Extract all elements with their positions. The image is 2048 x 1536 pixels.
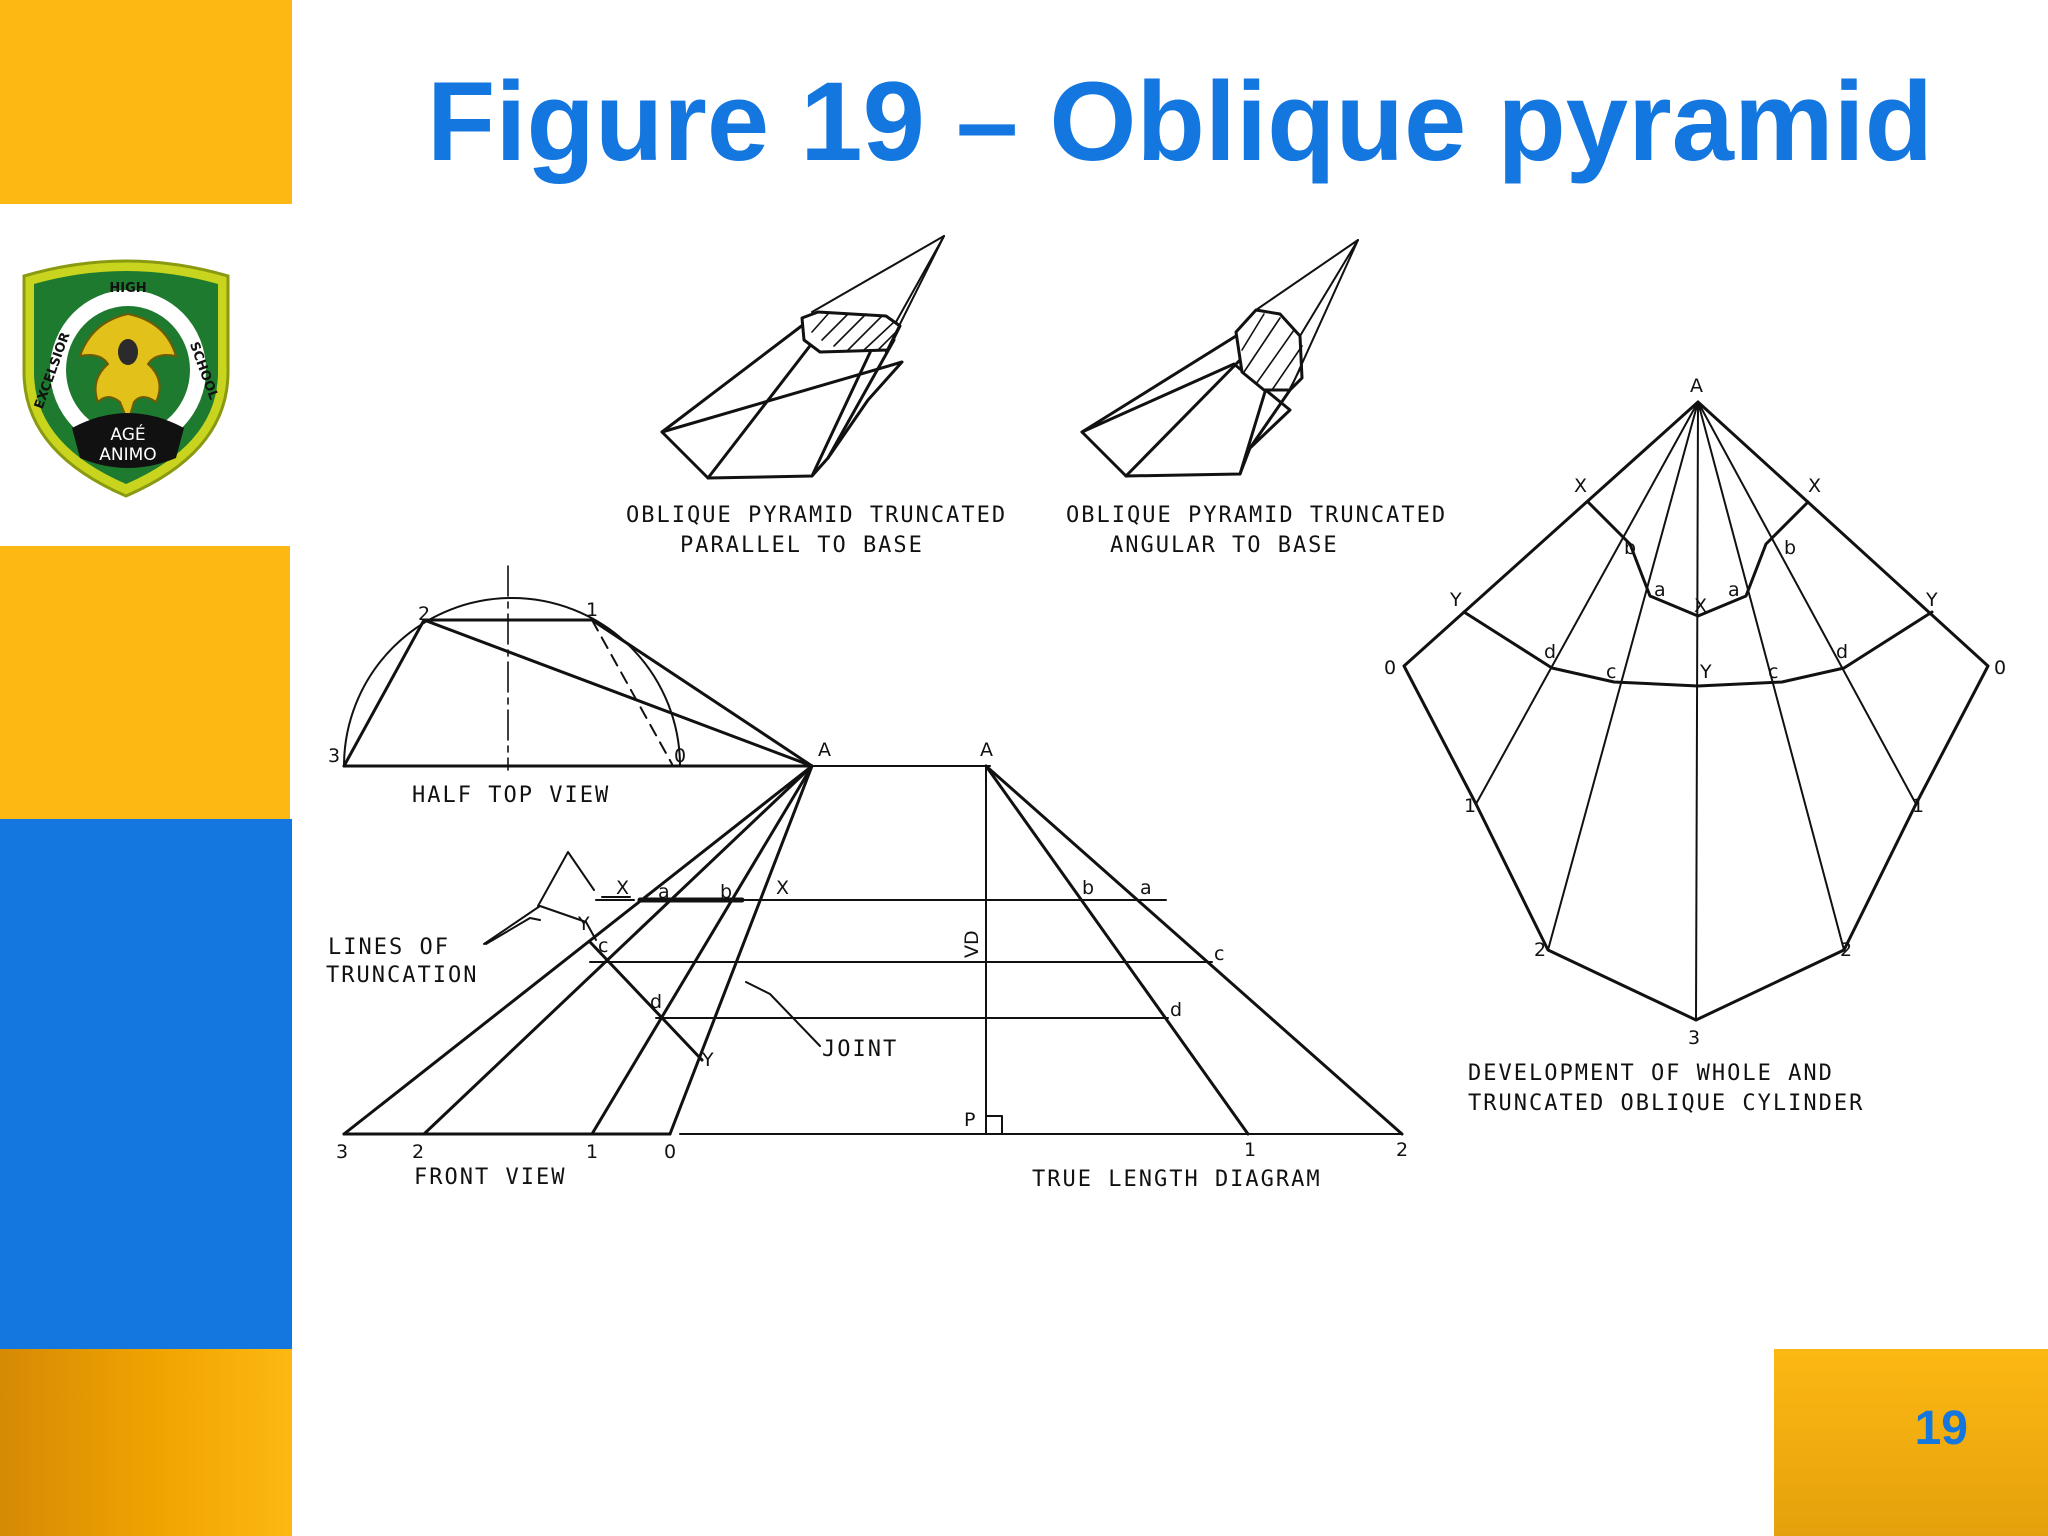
label-1-dev-left: 1 — [1464, 795, 1476, 817]
school-crest-logo: HIGH EXCELSIOR SCHOOL AGÉ ANIMO — [22, 259, 230, 498]
label-y-front: Y — [577, 913, 590, 935]
label-x-left: X — [616, 877, 629, 899]
label-b-dev-right: b — [1784, 537, 1796, 559]
pyramid-truncated-angular — [1080, 239, 1359, 478]
label-3-top: 3 — [328, 745, 340, 767]
label-x-dev-left: X — [1574, 475, 1587, 497]
label-a-apex: A — [818, 739, 831, 761]
label-0-dev-left: 0 — [1384, 657, 1396, 679]
caption-joint: JOINT — [822, 1037, 898, 1062]
label-y-dev-left: Y — [1449, 589, 1462, 611]
caption-parallel-line1: OBLIQUE PYRAMID TRUNCATED — [626, 503, 1007, 528]
label-0-top: 0 — [674, 745, 686, 767]
page-number-box: 19 — [1774, 1349, 2048, 1536]
half-top-view — [342, 565, 814, 771]
decor-band-bottom — [0, 1349, 292, 1536]
decor-band-blue — [0, 819, 292, 1349]
decor-band-top — [0, 0, 292, 204]
caption-development-line1: DEVELOPMENT OF WHOLE AND — [1468, 1061, 1834, 1086]
label-c-dev-left: c — [1606, 661, 1616, 683]
label-1-true-length: 1 — [1244, 1139, 1256, 1161]
label-1-front: 1 — [586, 1141, 598, 1163]
label-0-front: 0 — [664, 1141, 676, 1163]
label-a-dev-right: a — [1728, 579, 1740, 601]
label-p: P — [964, 1109, 975, 1131]
page-number: 19 — [1914, 1402, 1968, 1455]
label-vd: VD — [961, 930, 983, 958]
label-1-dev-right: 1 — [1912, 795, 1924, 817]
label-3-front: 3 — [336, 1141, 348, 1163]
caption-parallel-line2: PARALLEL TO BASE — [680, 533, 924, 558]
label-2-top: 2 — [418, 603, 430, 625]
label-0-dev-right: 0 — [1994, 657, 2006, 679]
svg-text:AGÉ: AGÉ — [110, 423, 145, 445]
label-a-development: A — [1690, 375, 1703, 397]
caption-angular-line2: ANGULAR TO BASE — [1110, 533, 1339, 558]
label-c-dev-right: c — [1768, 661, 1778, 683]
caption-lines-of: LINES OF — [328, 935, 450, 960]
projection-lines — [589, 765, 1403, 1135]
label-2-dev-left: 2 — [1534, 939, 1546, 961]
caption-half-top-view: HALF TOP VIEW — [412, 783, 610, 808]
label-c-true-length: c — [1214, 943, 1224, 965]
label-d-dev-right: d — [1836, 641, 1848, 663]
label-a-dev-left: a — [1654, 579, 1666, 601]
label-c-front: c — [598, 935, 608, 957]
label-a-true-length-small: a — [1140, 877, 1152, 899]
label-x-dev-right: X — [1808, 475, 1821, 497]
slide-title: Figure 19 – Oblique pyramid — [426, 59, 1934, 184]
label-2-true-length: 2 — [1396, 1139, 1408, 1161]
caption-angular-line1: OBLIQUE PYRAMID TRUNCATED — [1066, 503, 1447, 528]
label-1-top: 1 — [586, 599, 598, 621]
label-3-dev: 3 — [1688, 1027, 1700, 1049]
label-2-dev-right: 2 — [1840, 939, 1852, 961]
label-y-dev-right: Y — [1925, 589, 1938, 611]
front-view — [342, 764, 821, 1136]
label-x-dev-center: X — [1694, 595, 1707, 617]
label-a-front: a — [658, 881, 670, 903]
caption-truncation: TRUNCATION — [326, 963, 478, 988]
pyramid-truncated-parallel — [660, 235, 945, 480]
label-a-true-length: A — [980, 739, 993, 761]
label-y-dev-center: Y — [1699, 661, 1712, 683]
svg-text:HIGH: HIGH — [109, 281, 146, 296]
label-y-lower: Y — [701, 1049, 714, 1071]
label-b-dev-left: b — [1624, 537, 1636, 559]
development — [1402, 400, 1990, 1022]
caption-true-length: TRUE LENGTH DIAGRAM — [1032, 1167, 1322, 1192]
label-x-right: X — [776, 877, 789, 899]
svg-text:ANIMO: ANIMO — [99, 445, 156, 465]
label-d-dev-left: d — [1544, 641, 1556, 663]
caption-front-view: FRONT VIEW — [414, 1165, 566, 1190]
label-d-front: d — [650, 991, 662, 1013]
label-2-front: 2 — [412, 1141, 424, 1163]
decor-band-middle — [0, 546, 290, 819]
label-d-true-length: d — [1170, 999, 1182, 1021]
true-length-diagram — [984, 764, 1404, 1136]
label-b-front: b — [720, 881, 732, 903]
caption-development-line2: TRUNCATED OBLIQUE CYLINDER — [1468, 1091, 1864, 1116]
label-b-true-length: b — [1082, 877, 1094, 899]
